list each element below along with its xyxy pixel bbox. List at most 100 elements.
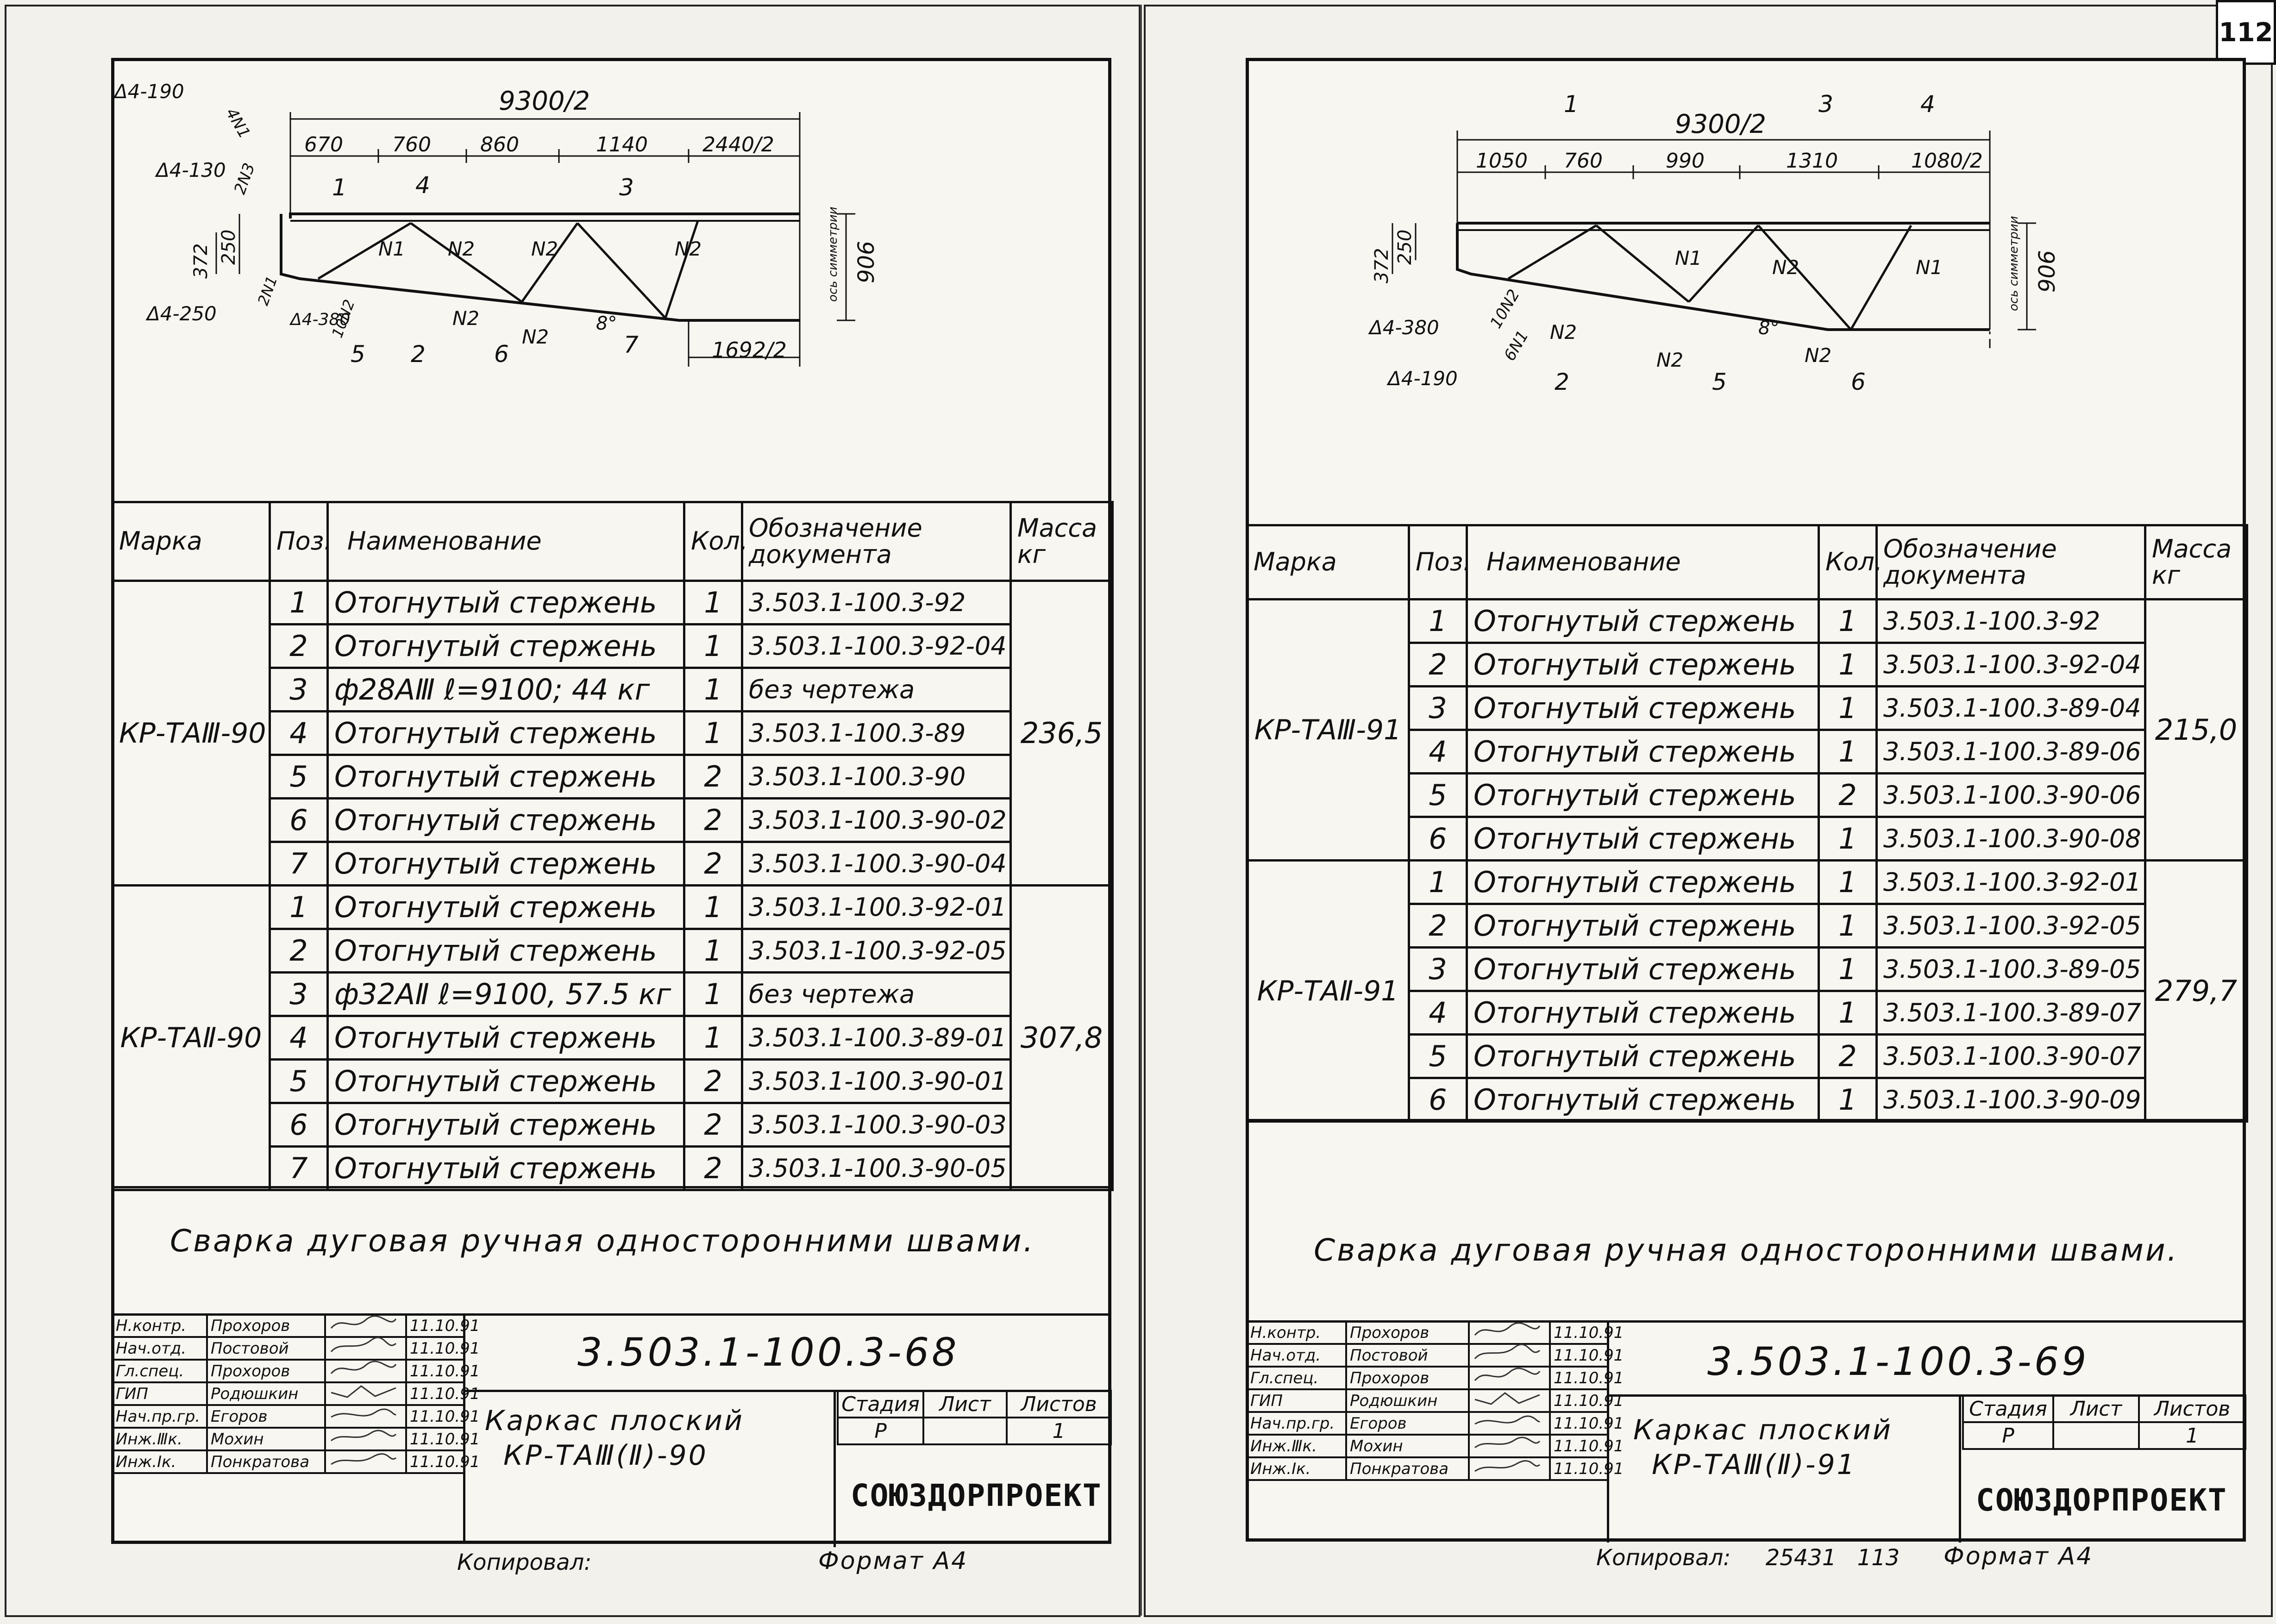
node-4: N2	[1550, 321, 1577, 344]
doc-cell: без чертежа	[741, 971, 1012, 1017]
node-3: N2	[531, 237, 558, 260]
stamp-code-divider	[463, 1390, 1108, 1392]
name-cell: Отогнутый стержень	[1466, 685, 1820, 731]
role-cell: Гл.спец.	[111, 1359, 208, 1383]
qty-cell: 1	[1818, 903, 1878, 949]
signature	[324, 1336, 407, 1361]
frame-drawing-left: 9300/2 670 760 860 1140 2440/2 906 ось с…	[113, 80, 879, 368]
col-mass: Масса кг	[2144, 524, 2248, 600]
date-cell: 11.10.91	[1549, 1343, 1624, 1368]
qty-cell: 1	[683, 1015, 743, 1061]
pos-cell: 4	[269, 1015, 329, 1061]
name-cell: Отогнутый стержень	[1466, 1033, 1820, 1079]
dim-seg-3: 860	[480, 133, 519, 156]
signature-mark	[331, 1408, 397, 1418]
title-line-1: Каркас плоский	[1633, 1414, 1893, 1446]
pos-callout-7: 7	[624, 331, 639, 358]
pos-cell: 1	[1408, 598, 1468, 644]
doc-cell: 3.503.1-100.3-90	[741, 754, 1012, 800]
signature-mark	[1474, 1392, 1540, 1405]
person-cell: Понкратова	[206, 1449, 326, 1474]
doc-cell: 3.503.1-100.3-92-01	[741, 884, 1012, 930]
weld-2: Δ4-190	[1386, 367, 1458, 390]
dim-seg-1: 670	[304, 133, 343, 156]
qty-cell: 2	[683, 754, 743, 800]
signature	[1468, 1456, 1551, 1481]
date-cell: 11.10.91	[405, 1313, 480, 1338]
dim-height: 906	[853, 241, 879, 283]
name-cell: Отогнутый стержень	[326, 1102, 685, 1148]
role-cell: Инж.Ⅰк.	[1246, 1456, 1347, 1481]
qty-cell: 2	[683, 1145, 743, 1191]
signature-mark	[1474, 1415, 1541, 1425]
name-cell: Отогнутый стержень	[326, 1145, 685, 1191]
person-cell: Родюшкин	[1345, 1388, 1470, 1413]
doc-code: 3.503.1-100.3-69	[1707, 1339, 2089, 1384]
pos-cell: 6	[1408, 816, 1468, 862]
person-cell: Прохоров	[1345, 1320, 1470, 1345]
doc-cell: 3.503.1-100.3-90-07	[1875, 1033, 2146, 1079]
pos-cell: 4	[1408, 729, 1468, 775]
signature-mark	[1474, 1460, 1540, 1472]
dim-seg-1: 1050	[1476, 149, 1528, 173]
doc-cell: 3.503.1-100.3-89-01	[741, 1015, 1012, 1061]
date-cell: 11.10.91	[405, 1427, 480, 1451]
name-cell: Отогнутый стержень	[1466, 816, 1820, 862]
role-cell: Нач.отд.	[1246, 1343, 1347, 1368]
pos-cell: 5	[1408, 772, 1468, 818]
person-cell: Егоров	[1345, 1411, 1470, 1436]
name-cell: Отогнутый стержень	[326, 1058, 685, 1104]
role-cell: Нач.пр.гр.	[1246, 1411, 1347, 1436]
weld-count-2: 6N1	[1500, 327, 1532, 364]
pos-cell: 7	[269, 1145, 329, 1191]
qty-cell: 1	[683, 928, 743, 974]
stamp-divider	[114, 1313, 1108, 1316]
note-divider	[1249, 1119, 2243, 1121]
doc-cell: 3.503.1-100.3-89-05	[1875, 946, 2146, 992]
signature-mark	[1474, 1322, 1541, 1336]
pos-callout-3: 3	[619, 174, 634, 201]
note-divider	[114, 1186, 1108, 1188]
node-3: N1	[1916, 256, 1943, 279]
org-divider	[1959, 1394, 1961, 1543]
doc-cell: 3.503.1-100.3-90-08	[1875, 816, 2146, 862]
pos-cell: 6	[269, 1102, 329, 1148]
col-doc: Обозначение документа	[741, 501, 1012, 582]
sheets-value: 1	[1006, 1417, 1112, 1445]
dim-h2: 250	[218, 230, 239, 265]
dim-total: 9300/2	[1675, 109, 1766, 139]
sheet-label: Лист	[922, 1390, 1008, 1418]
frame-drawing-right: 9300/2 1050 760 990 1310 1080/2 906 ось …	[1368, 91, 2060, 395]
dim-h1: 372	[190, 244, 212, 279]
role-cell: Нач.пр.гр.	[111, 1404, 208, 1429]
stamp-divider	[1249, 1320, 2243, 1323]
signature	[1468, 1388, 1551, 1413]
qty-cell: 2	[683, 841, 743, 887]
person-cell: Постовой	[1345, 1343, 1470, 1368]
copied-label: Копировал:	[457, 1549, 592, 1575]
pos-cell: 3	[269, 971, 329, 1017]
qty-cell: 2	[1818, 1033, 1878, 1079]
welding-note: Сварка дуговая ручная односторонними шва…	[170, 1223, 1035, 1259]
title-line-1: Каркас плоский	[485, 1405, 745, 1437]
doc-cell: 3.503.1-100.3-92-04	[1875, 642, 2146, 687]
sheets-value: 1	[2138, 1421, 2246, 1450]
signature	[1468, 1411, 1551, 1436]
dim-total: 9300/2	[499, 86, 590, 116]
dim-seg-5: 2440/2	[702, 133, 774, 156]
